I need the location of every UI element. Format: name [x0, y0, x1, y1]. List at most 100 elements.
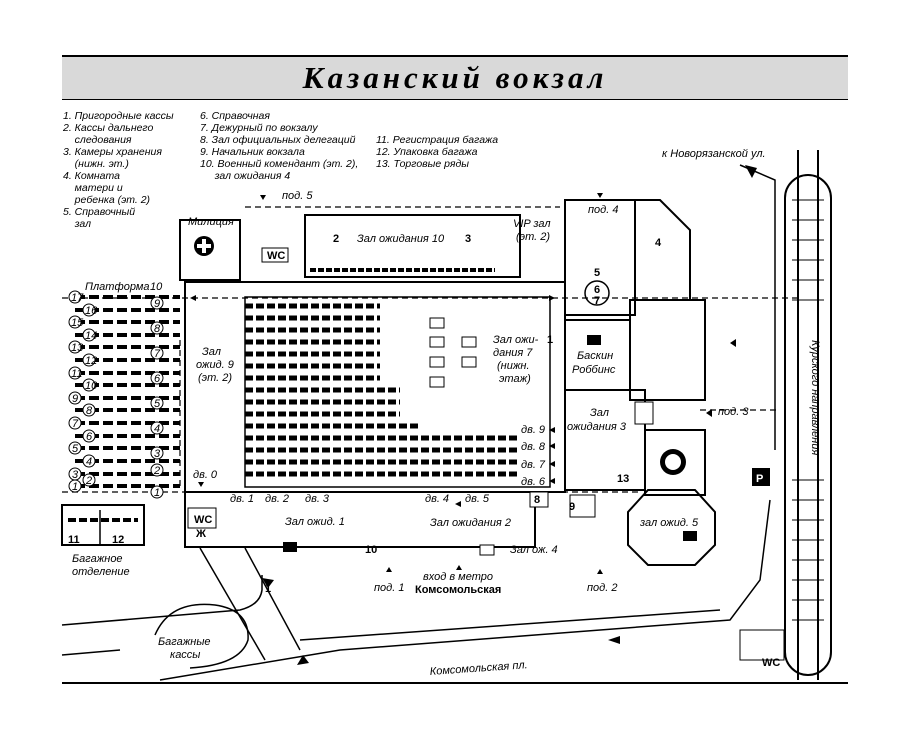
track-number: 9: [72, 393, 78, 405]
track-number: 15: [71, 317, 84, 329]
platform-number: 9: [154, 298, 160, 310]
room-11-label: 11: [68, 534, 80, 546]
hall-5-octagon: [627, 489, 716, 566]
metro-label-a: вход в метро: [423, 571, 493, 583]
hall-3-label-b: ожидания 3: [567, 421, 627, 433]
door-8-label: дв. 8: [521, 441, 546, 453]
hall-7-label-b: дания 7: [493, 347, 533, 359]
track-number: 5: [72, 443, 79, 455]
south-halls: [184, 491, 536, 548]
militia-block: [179, 219, 241, 281]
platform-numbers: 9 8 7 6 5 4 3 2 1: [150, 296, 164, 499]
title-banner: Казанский вокзал: [62, 55, 848, 100]
bottom-rule: [62, 682, 848, 684]
kiosks: [187, 247, 785, 661]
info-desk-circle: [584, 280, 610, 306]
door-6-label: дв. 6: [521, 476, 546, 488]
door-3-label: дв. 3: [305, 493, 330, 505]
legend-left: 1. Пригородные кассы 2. Кассы дальнего с…: [63, 110, 174, 230]
legend-line: 9. Начальник вокзала: [200, 146, 305, 158]
pod5-label: под. 5: [282, 190, 313, 202]
legend-line: 12. Упаковка багажа: [376, 146, 478, 158]
legend-line: 10. Военный комендант (эт. 2),: [200, 158, 359, 170]
vip-floor-label: (эт. 2): [516, 231, 550, 243]
platform-number: 7: [154, 348, 161, 360]
legend-line: 7. Дежурный по вокзалу: [200, 122, 318, 134]
track-number: 6: [86, 431, 93, 443]
parking-sign: [752, 468, 770, 486]
room-9-label: 9: [569, 501, 575, 513]
legend-mid: 6. Справочная 7. Дежурный по вокзалу 8. …: [200, 110, 358, 182]
track-numbers: 17 16 15 14 13 12 11 10 9 8 7 6 5 4 3 2 …: [68, 290, 98, 493]
hall-3-block: [564, 389, 646, 491]
baggage-cash-label-a: Багажные: [158, 636, 211, 648]
east-block: [629, 299, 706, 401]
track-number: 14: [85, 330, 97, 342]
baggage-office: [61, 504, 145, 546]
baggage-label-b: отделение: [72, 566, 130, 578]
platform-label: Платформа: [85, 281, 150, 293]
kursk-railway: [784, 150, 832, 680]
track-number: 12: [85, 355, 97, 367]
room-6-label: 6: [594, 284, 600, 296]
baggage-cash-label-b: кассы: [170, 649, 200, 661]
legend-line: матери и: [63, 182, 123, 194]
pod2-label: под. 2: [587, 582, 617, 594]
first-aid-cross: [197, 244, 211, 248]
track-number: 11: [71, 368, 82, 380]
baggage-label-a: Багажное: [72, 553, 123, 565]
map-title: Казанский вокзал: [302, 60, 608, 95]
hall-9-label-a: Зал: [202, 346, 221, 358]
room-5-label: 5: [594, 267, 600, 279]
hall-9-label-b: ожид. 9: [196, 359, 234, 371]
room-12-label: 12: [112, 534, 124, 546]
door-4-label: дв. 4: [425, 493, 449, 505]
entrance-markers: [190, 193, 736, 574]
room-8-label: 8: [534, 494, 540, 506]
platform-number: 5: [154, 398, 161, 410]
hall-7-label-c: (нижн.: [497, 360, 530, 372]
pod4-label: под. 4: [588, 204, 618, 216]
legend-line: 4. Комната: [63, 170, 120, 182]
women-label: Ж: [195, 528, 206, 540]
road-1-label: 1: [265, 583, 271, 595]
track-number: 10: [85, 380, 98, 392]
hall-5-label: зал ожид. 5: [639, 517, 699, 529]
seating-rows: [245, 303, 520, 477]
door-7-label: дв. 7: [521, 459, 546, 471]
door-2-label: дв. 2: [265, 493, 289, 505]
parking-label: P: [756, 473, 763, 485]
platform-number: 8: [154, 323, 161, 335]
room-1-label: 1: [547, 334, 553, 346]
room-4-label: 4: [655, 237, 662, 249]
room-7-label: 7: [594, 295, 600, 307]
track-number: 13: [71, 342, 84, 354]
platform-number: 3: [154, 448, 161, 460]
hall-10-block: [304, 214, 521, 278]
track-number: 16: [85, 305, 98, 317]
room-10-label: 10: [365, 544, 377, 556]
track-number: 17: [71, 292, 84, 304]
square-label: Комсомольская пл.: [429, 659, 528, 678]
legend-line: 3. Камеры хранения: [63, 146, 162, 158]
door-0-label: дв. 0: [193, 469, 218, 481]
track-number: 8: [86, 405, 93, 417]
main-hall-outline: [184, 281, 566, 493]
platform-number: 10: [150, 281, 163, 293]
vip-label: VIP зал: [513, 218, 551, 230]
room-2-label: 2: [333, 233, 339, 245]
room-13-label: 13: [617, 473, 629, 485]
legend-line: зал: [63, 218, 92, 230]
railway-sleepers: [792, 199, 824, 621]
platform-number: 2: [153, 465, 160, 477]
legend-line: 6. Справочная: [200, 110, 270, 122]
cafe-icon: [283, 542, 297, 552]
track-number: 4: [86, 456, 92, 468]
platform-number: 4: [154, 423, 160, 435]
track-number: 3: [72, 469, 79, 481]
militia-label: Милиция: [188, 216, 234, 228]
baskin-label-b: Роббинс: [572, 364, 616, 376]
street-label: к Новорязанской ул.: [662, 148, 766, 160]
cafe-icon: [683, 531, 697, 541]
